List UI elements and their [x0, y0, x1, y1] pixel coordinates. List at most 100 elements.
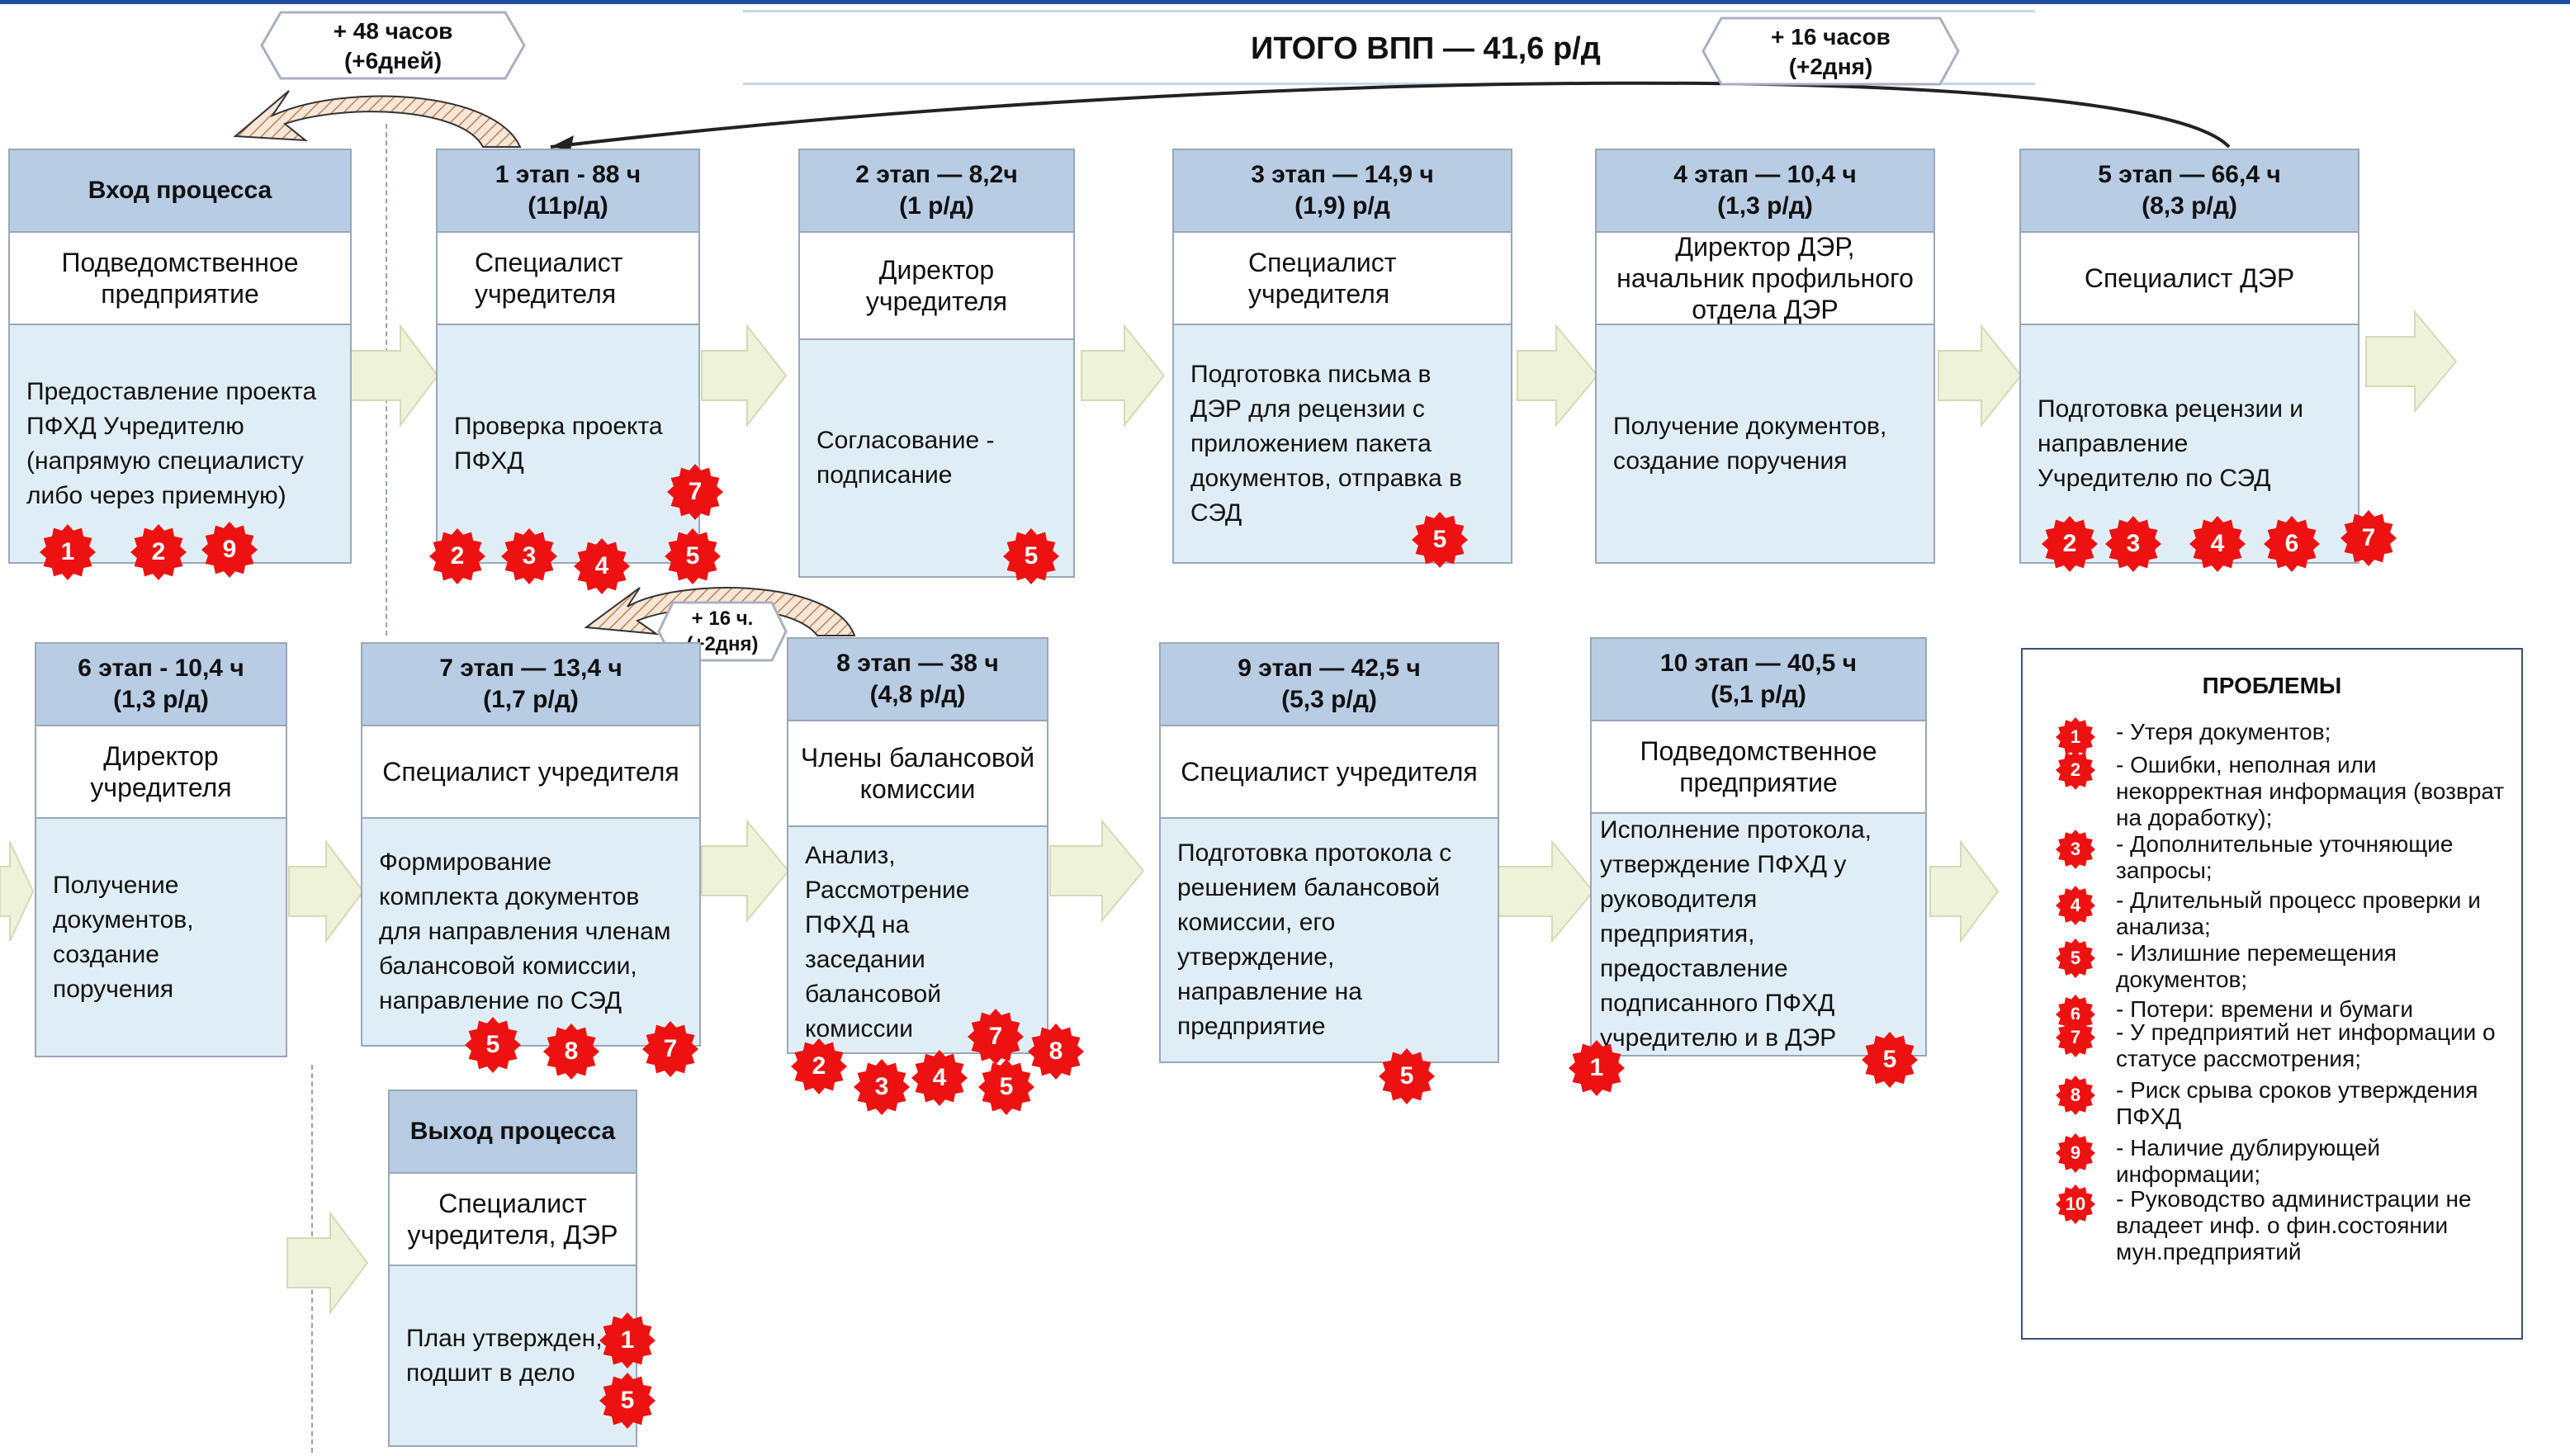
stage-9: 9 этап — 42,5 ч (5,3 р/д) Специалист учр… [1159, 642, 1499, 1063]
legend-badge: 3 [2056, 830, 2095, 869]
flow-chevron [1049, 819, 1145, 923]
legend-badge-number: 8 [2070, 1085, 2081, 1105]
legend-text: - Риск срыва сроков утверждения ПФХД [2116, 1077, 2478, 1129]
badge-number: 4 [594, 552, 609, 579]
stage-1: 1 этап - 88 ч (11р/д) Специалист учредит… [436, 149, 700, 564]
problem-badge: 2 [429, 528, 485, 584]
flow-chevron [350, 324, 439, 428]
stage-output: Выход процесса Специалист учредителя, ДЭ… [388, 1090, 637, 1447]
problem-badge: 3 [501, 528, 557, 584]
legend-badge: 9 [2056, 1133, 2095, 1173]
stage-description: Проверка проекта ПФХД [438, 325, 698, 562]
stage-role: Специалист учредителя, ДЭР [390, 1174, 636, 1266]
stage-description: Формирование комплекта документов для на… [362, 819, 699, 1045]
problem-badge: 5 [665, 528, 721, 584]
problem-badge: 2 [2042, 516, 2098, 572]
title-rule-bottom [743, 83, 2035, 85]
stage-10: 10 этап — 40,5 ч (5,1 р/д) Подведомствен… [1590, 637, 1927, 1057]
badge-number: 3 [2126, 530, 2141, 557]
legend-badge-number: 3 [2070, 839, 2081, 859]
return-arc [550, 81, 2231, 149]
stage-6: 6 этап - 10,4 ч (1,3 р/д) Директор учред… [35, 642, 287, 1057]
flow-chevron [1929, 839, 2000, 943]
legend-text: - Потери: времени и бумаги [2116, 996, 2413, 1022]
legend-text: - Дополнительные уточняющие запросы; [2116, 831, 2454, 883]
problem-badge: 2 [130, 524, 187, 580]
legend-title: ПРОБЛЕМЫ [2202, 673, 2342, 698]
problem-badge: 5 [978, 1059, 1034, 1115]
problem-badge: 7 [642, 1021, 698, 1077]
legend-text: - Ошибки, неполная или некорректная инфо… [2116, 752, 2505, 830]
stage-title: 4 этап — 10,4 ч (1,3 р/д) [1597, 150, 1933, 233]
badge-number: 5 [685, 542, 700, 570]
legend-badge-number: 2 [2070, 759, 2081, 780]
stage-role: Директор учредителя [36, 726, 286, 819]
legend-text: - Излишние перемещения документов; [2116, 940, 2397, 992]
legend-badge-number: 4 [2070, 895, 2081, 915]
flow-chevron [286, 1211, 369, 1315]
legend-text: - Наличие дублирующей информации; [2116, 1135, 2381, 1187]
stage-title: 2 этап — 8,2ч (1 р/д) [800, 150, 1073, 233]
legend-text: - Длительный процесс проверки и анализа; [2116, 887, 2481, 939]
badge-number: 5 [1432, 526, 1447, 553]
flow-chevron [0, 841, 35, 942]
hex-label-48h: + 48 часов (+6дней) [333, 18, 453, 73]
flow-chevron [1517, 324, 1599, 428]
problem-badge: 8 [543, 1023, 599, 1080]
hex-label-16h: + 16 часов (+2дня) [1771, 24, 1891, 79]
legend-badge-number: 7 [2070, 1027, 2081, 1047]
legend-badge-number: 10 [2065, 1194, 2086, 1214]
badge-number: 7 [988, 1023, 1003, 1050]
flow-chevron [1498, 839, 1595, 943]
stage-5: 5 этап — 66,4 ч (8,3 р/д) Специалист ДЭР… [2019, 149, 2359, 564]
badge-number: 8 [564, 1038, 579, 1065]
problem-badge: 4 [574, 538, 630, 594]
flow-chevron [701, 324, 788, 428]
badge-number: 7 [663, 1035, 678, 1062]
problem-badge: 5 [599, 1373, 656, 1429]
badge-number: 3 [522, 542, 537, 570]
stage-7: 7 этап — 13,4 ч (1,7 р/д) Специалист учр… [361, 642, 701, 1047]
stage-title: 6 этап - 10,4 ч (1,3 р/д) [36, 644, 286, 726]
badge-number: 8 [1048, 1038, 1063, 1065]
stage-description: Исполнение протокола, утверждение ПФХД у… [1592, 814, 1925, 1055]
badge-number: 1 [620, 1326, 635, 1354]
problem-badge: 5 [465, 1017, 521, 1073]
problem-badge: 1 [40, 524, 96, 580]
legend-text: - У предприятий нет информации о статусе… [2116, 1019, 2496, 1071]
badge-number: 2 [812, 1052, 826, 1080]
stage-role: Директор ДЭР, начальник профильного отде… [1597, 232, 1933, 325]
legend-badge-number: 1 [2070, 726, 2081, 747]
legend-badge: 8 [2056, 1075, 2095, 1115]
flow-chevron [288, 839, 365, 943]
badge-number: 5 [1882, 1046, 1897, 1073]
badge-number: 9 [222, 536, 237, 563]
stage-title: 5 этап — 66,4 ч (8,3 р/д) [2021, 150, 2358, 233]
legend-badge: 7 [2056, 1018, 2095, 1057]
badge-number: 2 [2062, 530, 2077, 557]
stage-role: Члены балансовой комиссии [788, 721, 1047, 827]
stage-title: 10 этап — 40,5 ч (5,1 р/д) [1592, 639, 1925, 721]
legend-badge: 5 [2056, 938, 2095, 978]
problem-badge: 1 [1569, 1040, 1625, 1096]
problem-badge: 5 [1379, 1048, 1435, 1104]
badge-number: 4 [2210, 530, 2225, 557]
hatched-return-arrow [233, 90, 522, 148]
stage-role: Специалист ДЭР [2021, 233, 2358, 325]
problem-badge: 6 [2264, 516, 2320, 572]
stage-role: Специалист учредителя [1174, 233, 1511, 325]
problem-badge: 7 [968, 1009, 1024, 1065]
time-hexagon [1702, 17, 1960, 86]
flow-chevron [701, 819, 790, 923]
badge-number: 5 [999, 1073, 1014, 1100]
problem-badge: 8 [1028, 1023, 1084, 1080]
problem-badge: 5 [1412, 512, 1468, 568]
stage-title: 7 этап — 13,4 ч (1,7 р/д) [362, 644, 699, 726]
badge-number: 6 [2284, 530, 2299, 557]
stage-description: Подготовка протокола с решением балансов… [1161, 819, 1498, 1061]
legend-badge: 2 [2056, 750, 2095, 790]
stage-description: Получение документов, создание поручения [1597, 325, 1933, 562]
legend-badge: 10 [2056, 1184, 2095, 1224]
legend-text: - Утеря документов; [2116, 719, 2331, 745]
